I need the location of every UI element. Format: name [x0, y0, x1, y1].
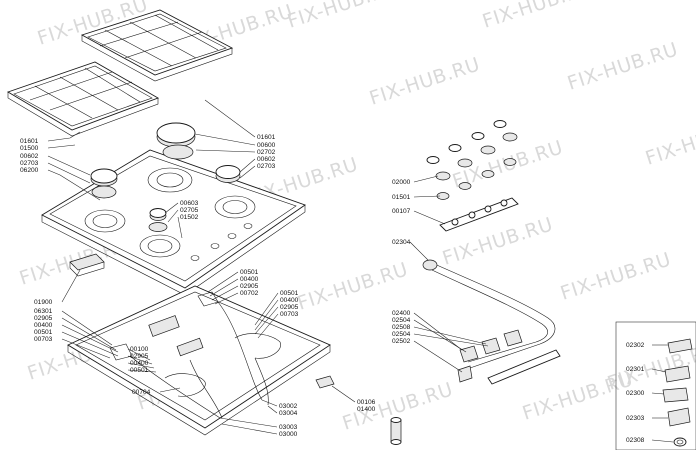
part-label: 02302	[626, 342, 645, 349]
part-label: 02703	[257, 163, 276, 170]
part-label: 01601	[257, 134, 276, 141]
leader-lines	[47, 99, 674, 443]
part-label: 03003	[279, 424, 298, 431]
part-label: 02905	[240, 283, 259, 290]
part-label: 01501	[392, 194, 411, 201]
part-label: 00400	[280, 297, 299, 304]
part-label: 00400	[34, 322, 53, 329]
part-label: 02905	[280, 304, 299, 311]
part-label: 02905	[130, 353, 149, 360]
gas-manifold-pipe	[422, 259, 561, 385]
part-label: 00107	[392, 208, 411, 215]
part-label: 02502	[392, 338, 411, 345]
part-label: 02300	[626, 390, 645, 397]
part-label: 00703	[280, 311, 299, 318]
part-label: 00106	[357, 399, 376, 406]
part-label: 00501	[34, 329, 53, 336]
part-label: 02703	[20, 160, 39, 167]
part-label: 02508	[392, 324, 411, 331]
watermark: FIX-HUB.RU	[558, 248, 674, 304]
part-label: 06301	[34, 308, 53, 315]
part-label: 02702	[257, 149, 276, 156]
part-label: 02301	[626, 366, 645, 373]
part-label: 02000	[392, 179, 411, 186]
control-knobs	[426, 120, 519, 232]
part-label: 00603	[180, 200, 199, 207]
hob-base-pan	[67, 285, 331, 436]
burner-caps	[90, 122, 241, 232]
part-label: 00501	[240, 269, 259, 276]
watermark: FIX-HUB.RU	[480, 0, 596, 33]
part-label: 01502	[180, 214, 199, 221]
watermark: FIX-HUB.RU	[565, 38, 681, 94]
part-label: 02705	[180, 207, 199, 214]
part-label: 01400	[357, 406, 376, 413]
watermark: FIX-HUB.RU	[285, 0, 401, 33]
hob-top-plate	[41, 149, 306, 296]
part-label: 00703	[34, 336, 53, 343]
part-label: 02308	[626, 437, 645, 444]
part-label: 06200	[20, 167, 39, 174]
part-label: 03000	[279, 431, 298, 438]
part-label: 02400	[392, 310, 411, 317]
part-label: 00704	[132, 389, 151, 396]
part-label: 00400	[240, 276, 259, 283]
part-label: 03002	[279, 403, 298, 410]
part-label: 00600	[257, 142, 276, 149]
part-labels: 01601 01500 00602 02703 06200 01601 0060…	[20, 134, 645, 444]
watermark: FIX-HUB.RU	[643, 113, 696, 169]
pan-support-right	[80, 9, 234, 82]
part-label: 00100	[130, 346, 149, 353]
part-label: 01500	[20, 145, 39, 152]
watermark: FIX-HUB.RU	[367, 53, 483, 109]
part-label: 01601	[20, 138, 39, 145]
watermark: FIX-HUB.RU	[295, 258, 411, 314]
connector-box	[615, 321, 696, 450]
part-label: 00400	[130, 360, 149, 367]
pan-support-left	[6, 61, 160, 137]
part-label: 02304	[392, 239, 411, 246]
part-label: 02504	[392, 331, 411, 338]
part-label: 00602	[20, 153, 39, 160]
part-label: 02504	[392, 317, 411, 324]
bottom-pin	[390, 417, 402, 445]
part-label: 02905	[34, 315, 53, 322]
part-label: 03004	[279, 410, 298, 417]
part-label: 02303	[626, 415, 645, 422]
hob-feet	[69, 253, 105, 277]
clip-part	[315, 375, 335, 389]
part-label: 00501	[280, 290, 299, 297]
part-label: 00702	[240, 290, 259, 297]
part-label: 01900	[34, 299, 53, 306]
part-label: 00602	[257, 156, 276, 163]
part-label: 00501	[130, 367, 149, 374]
